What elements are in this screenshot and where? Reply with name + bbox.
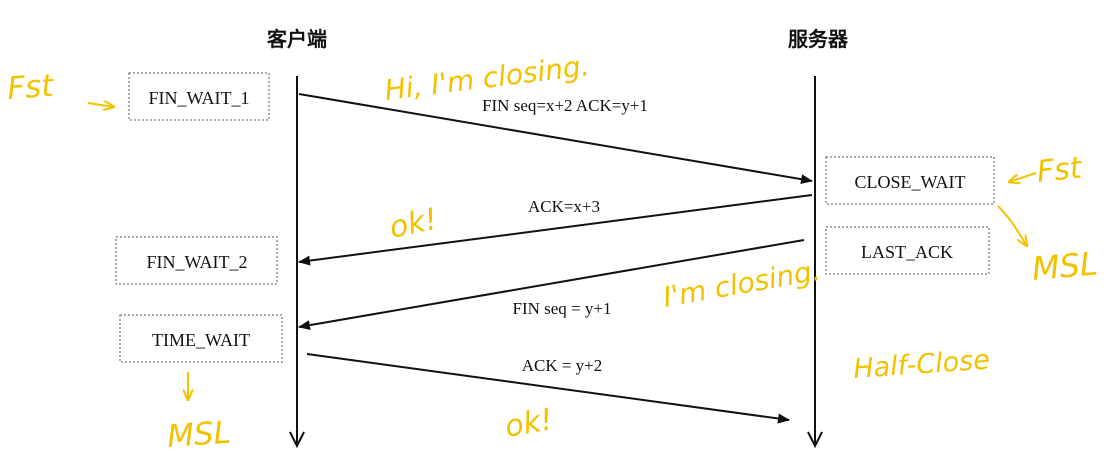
ack2-label: ACK = y+2	[522, 356, 603, 375]
server-lane-title: 服务器	[788, 27, 849, 51]
state-label: TIME_WAIT	[152, 330, 250, 350]
fin2-arrow	[298, 239, 805, 331]
server-msl-arrow	[997, 205, 1027, 246]
state-label: CLOSE_WAIT	[855, 172, 966, 192]
ack2-arrow	[306, 353, 790, 424]
client-first-arrow	[87, 103, 114, 107]
annotation-server-ok: ok!	[386, 202, 440, 246]
state-fin-wait-1: FIN_WAIT_1	[128, 72, 270, 121]
server-first-arrow	[1009, 172, 1037, 182]
client-lifeline-arrowhead	[289, 431, 305, 449]
annotation-client-first: Fst	[6, 68, 56, 107]
fin1-label: FIN seq=x+2 ACK=y+1	[482, 96, 648, 115]
handwritten-annotations	[87, 103, 1037, 400]
client-lane-title: 客户端	[266, 27, 327, 51]
annotation-server-msl: MSL	[1030, 244, 1099, 288]
annotation-server-first: Fst	[1035, 150, 1084, 190]
state-fin-wait-2: FIN_WAIT_2	[115, 236, 278, 285]
server-lifeline-arrowhead	[807, 431, 823, 449]
ack1-arrow	[298, 194, 813, 266]
annotation-client-ok: ok!	[502, 402, 555, 445]
state-last-ack: LAST_ACK	[825, 226, 990, 275]
state-time-wait: TIME_WAIT	[119, 314, 283, 363]
ack1-label: ACK=x+3	[528, 197, 600, 216]
state-label: LAST_ACK	[861, 242, 953, 262]
annotation-half-close: Half-Close	[852, 345, 991, 385]
fin2-label: FIN seq = y+1	[513, 299, 612, 318]
state-close-wait: CLOSE_WAIT	[825, 156, 995, 205]
state-label: FIN_WAIT_1	[149, 88, 250, 108]
annotation-server-closing: I'm closing.	[660, 254, 823, 314]
fin1-arrow	[298, 93, 813, 185]
annotation-client-msl: MSL	[166, 415, 232, 454]
state-label: FIN_WAIT_2	[147, 252, 248, 272]
